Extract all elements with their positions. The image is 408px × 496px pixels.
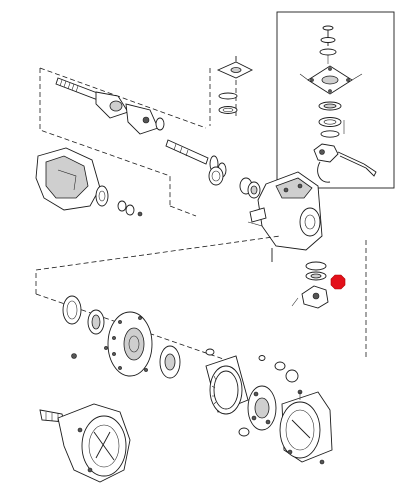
bottom-drive-assembly [39, 403, 131, 483]
shaft-splines [59, 79, 79, 93]
inset-bearing [318, 101, 342, 138]
wheel-hub-row [62, 295, 333, 465]
inset-sensor [313, 120, 377, 183]
spindle-rings [208, 166, 261, 199]
axle-housing-left [35, 147, 143, 217]
highlighted-part-marker[interactable] [330, 274, 346, 290]
planet-carrier [238, 385, 277, 437]
ring-gear [205, 355, 249, 415]
steering-knuckle [247, 171, 323, 262]
inset-stud-parts [319, 25, 337, 64]
kingpin-bottom-parts [35, 235, 367, 363]
hub-flange [104, 311, 153, 377]
kingpin-top-parts [209, 56, 254, 126]
hub-cover [279, 391, 333, 465]
inset-flange-plate [299, 65, 363, 95]
inset-detail-box [276, 11, 395, 189]
